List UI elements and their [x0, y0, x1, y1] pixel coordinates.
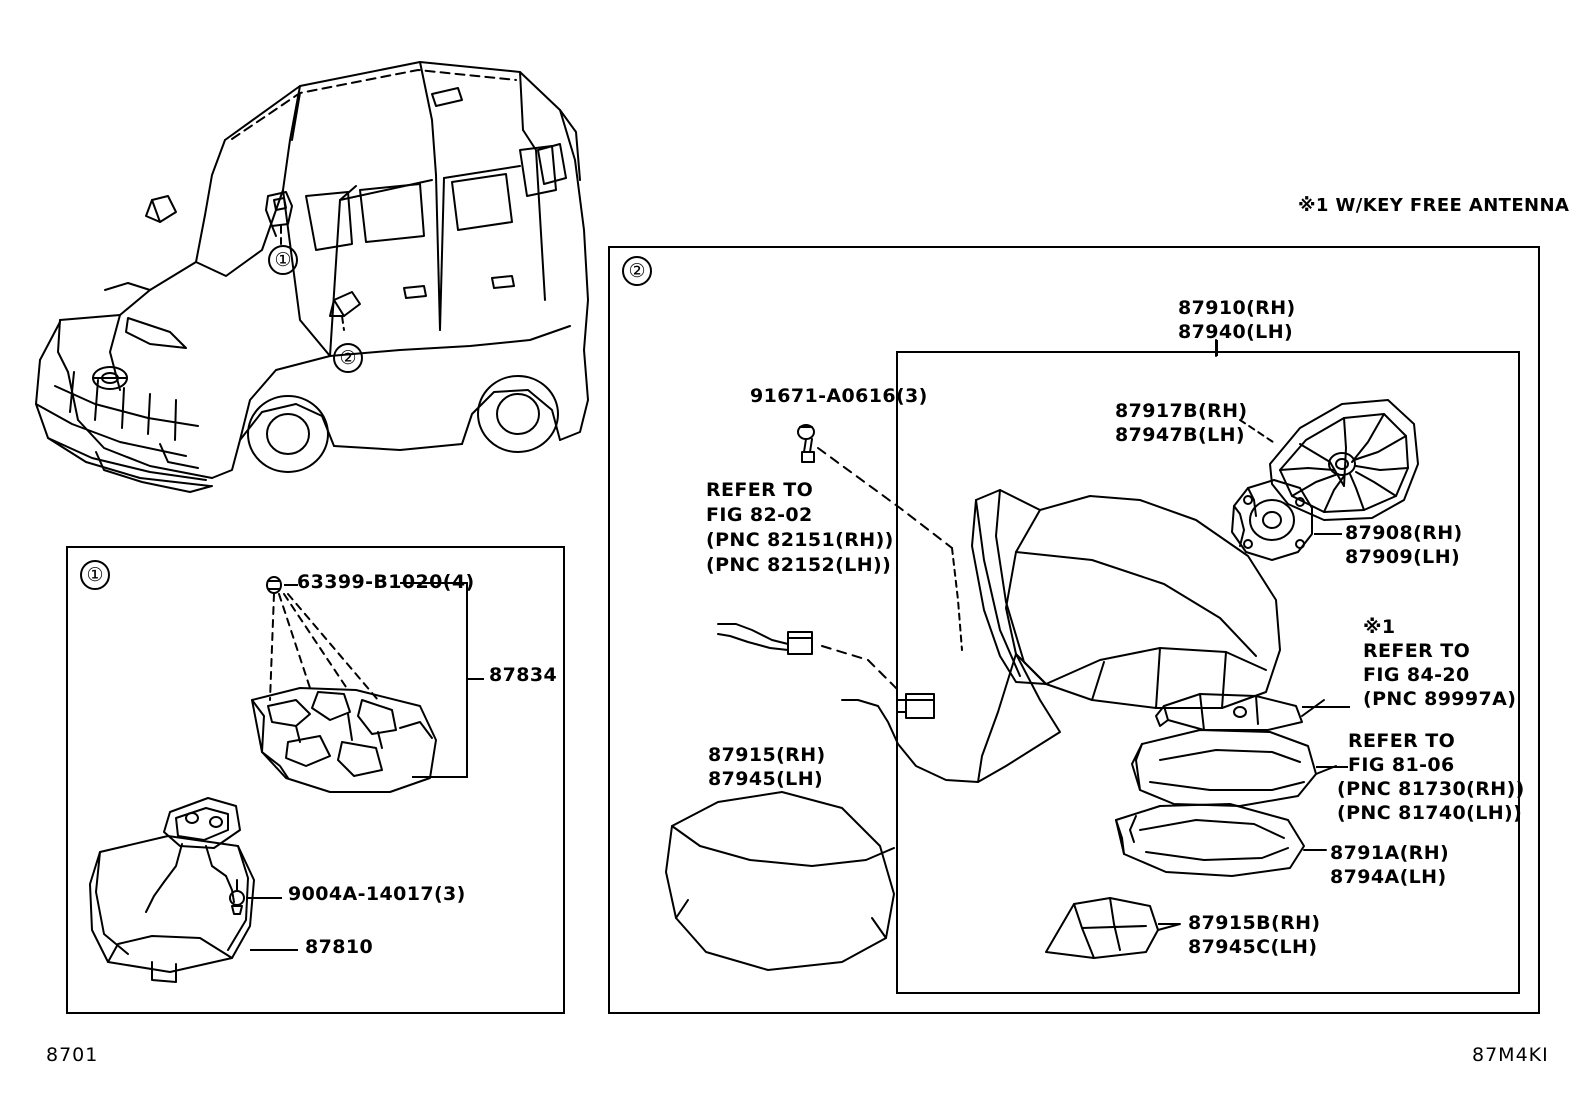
- leader-87910: [1216, 340, 1218, 356]
- part-label-87945c-lh: 87945C(LH): [1188, 936, 1318, 958]
- part-label-87940-lh: 87940(LH): [1178, 321, 1294, 343]
- part-label-87947b-lh: 87947B(LH): [1115, 424, 1245, 446]
- ref-82-02-line1: REFER TO: [706, 479, 814, 501]
- ref-81-06-line3: (PNC 81730(RH)): [1337, 778, 1525, 800]
- leader-9004a: [246, 897, 282, 899]
- callout-1-vehicle[interactable]: ①: [268, 245, 298, 275]
- panel-inner-mirror: [66, 546, 565, 1014]
- part-label-87909-lh: 87909(LH): [1345, 546, 1461, 568]
- part-label-8794a-lh: 8794A(LH): [1330, 866, 1447, 888]
- part-label-87915-rh: 87915(RH): [708, 744, 826, 766]
- leader-87908: [1314, 533, 1342, 535]
- leader-ref-81-06: [1316, 766, 1348, 768]
- bracket-87834-bottom: [412, 776, 468, 778]
- panel-outer-mirror: [608, 246, 1540, 1014]
- part-label-87908-rh: 87908(RH): [1345, 522, 1463, 544]
- part-label-63399: 63399-B1020(4): [297, 571, 475, 593]
- footer-left-code: 8701: [46, 1044, 99, 1066]
- leader-87810: [250, 949, 298, 951]
- leader-87915b: [1158, 923, 1180, 925]
- callout-2-vehicle[interactable]: ②: [333, 343, 363, 373]
- vehicle-illustration: [36, 62, 588, 492]
- part-label-87915b-rh: 87915B(RH): [1188, 912, 1321, 934]
- part-label-87810: 87810: [305, 936, 374, 958]
- part-label-91671: 91671-A0616(3): [750, 385, 928, 407]
- panel-1-marker[interactable]: ①: [80, 560, 110, 590]
- ref-84-20-line2: REFER TO: [1363, 640, 1471, 662]
- bracket-87834-leader: [466, 678, 484, 680]
- panel-outer-mirror-subframe: [896, 351, 1520, 994]
- ref-81-06-line2: FIG 81-06: [1348, 754, 1455, 776]
- ref-84-20-line3: FIG 84-20: [1363, 664, 1470, 686]
- ref-84-20-line4: (PNC 89997A): [1363, 688, 1517, 710]
- ref-82-02-line3: (PNC 82151(RH)): [706, 529, 894, 551]
- part-label-9004a: 9004A-14017(3): [288, 883, 466, 905]
- footer-right-code: 87M4KI: [1472, 1044, 1549, 1066]
- bracket-87834-vertical: [466, 582, 468, 778]
- leader-ref-84-20: [1302, 706, 1350, 708]
- part-label-87945-lh: 87945(LH): [708, 768, 824, 790]
- part-label-8791a-rh: 8791A(RH): [1330, 842, 1450, 864]
- part-label-87917b-rh: 87917B(RH): [1115, 400, 1248, 422]
- note-key-free-antenna: ※1 W/KEY FREE ANTENNA: [1298, 195, 1570, 216]
- ref-81-06-line1: REFER TO: [1348, 730, 1456, 752]
- leader-63399: [284, 584, 298, 586]
- ref-84-20-marker: ※1: [1363, 616, 1396, 638]
- ref-81-06-line4: (PNC 81740(LH)): [1337, 802, 1523, 824]
- leader-8791a: [1306, 849, 1326, 851]
- part-label-87910-rh: 87910(RH): [1178, 297, 1296, 319]
- ref-82-02-line4: (PNC 82152(LH)): [706, 554, 892, 576]
- ref-82-02-line2: FIG 82-02: [706, 504, 813, 526]
- panel-2-marker[interactable]: ②: [622, 256, 652, 286]
- part-label-87834: 87834: [489, 664, 558, 686]
- bracket-87834-top: [400, 582, 468, 584]
